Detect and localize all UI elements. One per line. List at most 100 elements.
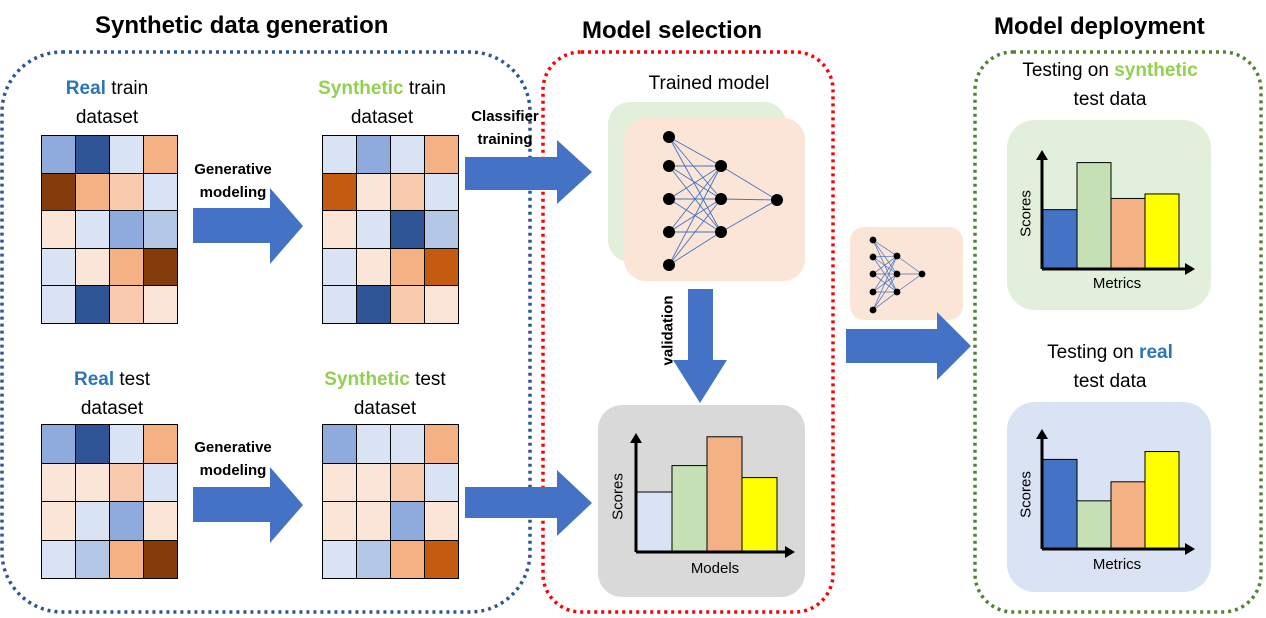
data-cell xyxy=(76,463,110,502)
chart-bar xyxy=(1110,197,1146,270)
synthetic-train-data-grid xyxy=(322,135,459,324)
nn-node xyxy=(918,270,926,278)
data-cell xyxy=(42,502,76,541)
dataset-word: dataset xyxy=(353,398,417,419)
data-cell xyxy=(144,286,178,324)
chart-xlabel: Metrics xyxy=(1092,275,1142,292)
data-cell xyxy=(144,502,178,541)
data-cell xyxy=(425,136,459,174)
data-cell xyxy=(391,425,425,464)
data-cell xyxy=(357,286,391,324)
real-word: Real xyxy=(73,369,115,390)
data-cell xyxy=(357,463,391,502)
data-cell xyxy=(110,248,144,287)
nn-node xyxy=(869,288,877,296)
data-cell xyxy=(110,540,144,579)
chart-bar xyxy=(706,436,743,553)
deployment-arrow xyxy=(846,312,971,380)
data-cell xyxy=(110,211,144,249)
x-axis-arrowhead xyxy=(785,546,795,558)
real-word: Real xyxy=(65,78,106,99)
chart-bar xyxy=(671,465,708,553)
deployed-model-panel xyxy=(850,227,963,320)
data-cell xyxy=(357,248,391,287)
chart-bar xyxy=(1144,193,1180,270)
classifier-training-label: Classifier training xyxy=(460,105,550,151)
data-cell xyxy=(425,286,459,324)
data-cell xyxy=(42,136,76,174)
data-cell xyxy=(76,425,110,464)
data-cell xyxy=(391,502,425,541)
data-cell xyxy=(110,463,144,502)
data-cell xyxy=(110,425,144,464)
synthetic-test-label: Synthetic test dataset xyxy=(300,365,470,423)
data-cell xyxy=(357,502,391,541)
data-cell xyxy=(391,136,425,174)
nn-node xyxy=(869,253,877,261)
real-train-label: Real train dataset xyxy=(32,74,182,132)
data-cell xyxy=(110,136,144,174)
test-word: test xyxy=(409,369,446,390)
data-cell xyxy=(144,173,178,212)
real-train-data-grid xyxy=(41,135,178,324)
chart-xlabel: Models xyxy=(690,560,740,577)
testing-real-label: Testing on real test data xyxy=(990,338,1230,396)
chart-bar xyxy=(1042,209,1078,270)
chart-bar xyxy=(1042,458,1078,550)
data-cell xyxy=(144,540,178,579)
real-test-data-grid xyxy=(41,424,178,579)
nn-node xyxy=(663,160,675,172)
data-cell xyxy=(323,136,357,174)
data-cell xyxy=(391,173,425,212)
data-cell xyxy=(144,463,178,502)
chart-bar xyxy=(1076,500,1112,550)
y-axis-arrowhead xyxy=(1036,429,1048,439)
data-cell xyxy=(425,211,459,249)
nn-node xyxy=(771,194,783,206)
nn-node xyxy=(663,259,675,271)
nn-node xyxy=(893,288,901,296)
y-axis-arrowhead xyxy=(630,433,642,443)
synthetic-word: Synthetic xyxy=(318,78,404,99)
validation-label: validation xyxy=(659,295,677,366)
generative-modeling-label-test: Generative modeling xyxy=(183,436,283,482)
section-title-model-deployment: Model deployment xyxy=(994,13,1205,40)
real-lower-word: real xyxy=(1139,342,1173,363)
chart-ylabel: Scores xyxy=(1017,471,1035,518)
data-cell xyxy=(76,286,110,324)
data-cell xyxy=(425,425,459,464)
test-data-text: test data xyxy=(1073,371,1147,392)
real-test-metrics-chart xyxy=(1036,429,1195,555)
data-cell xyxy=(42,425,76,464)
data-cell xyxy=(42,248,76,287)
classifier-word: Classifier xyxy=(471,108,539,125)
classifier-training-arrow xyxy=(465,140,592,204)
chart-bar xyxy=(741,477,778,553)
data-cell xyxy=(76,540,110,579)
data-cell xyxy=(323,540,357,579)
modeling-word: modeling xyxy=(199,462,267,479)
data-cell xyxy=(323,286,357,324)
data-cell xyxy=(42,173,76,212)
testing-synthetic-label: Testing on synthetic test data xyxy=(990,56,1230,114)
data-cell xyxy=(323,502,357,541)
test-to-models-arrow xyxy=(465,470,592,536)
generative-word: Generative xyxy=(194,161,272,178)
synthetic-test-data-grid xyxy=(322,424,459,579)
chart-bar xyxy=(1144,451,1180,550)
modeling-word: modeling xyxy=(199,184,267,201)
data-cell xyxy=(391,248,425,287)
data-cell xyxy=(323,425,357,464)
synthetic-train-label: Synthetic train dataset xyxy=(297,74,467,132)
nn-node xyxy=(869,236,877,244)
data-cell xyxy=(42,463,76,502)
x-axis-arrowhead xyxy=(1185,543,1195,555)
nn-node xyxy=(869,270,877,278)
train-word: train xyxy=(403,78,446,99)
nn-node xyxy=(715,160,727,172)
x-axis-arrowhead xyxy=(1185,263,1195,275)
nn-node xyxy=(663,193,675,205)
y-axis-arrowhead xyxy=(1036,150,1048,160)
data-cell xyxy=(391,286,425,324)
synthetic-test-metrics-chart xyxy=(1036,150,1195,275)
